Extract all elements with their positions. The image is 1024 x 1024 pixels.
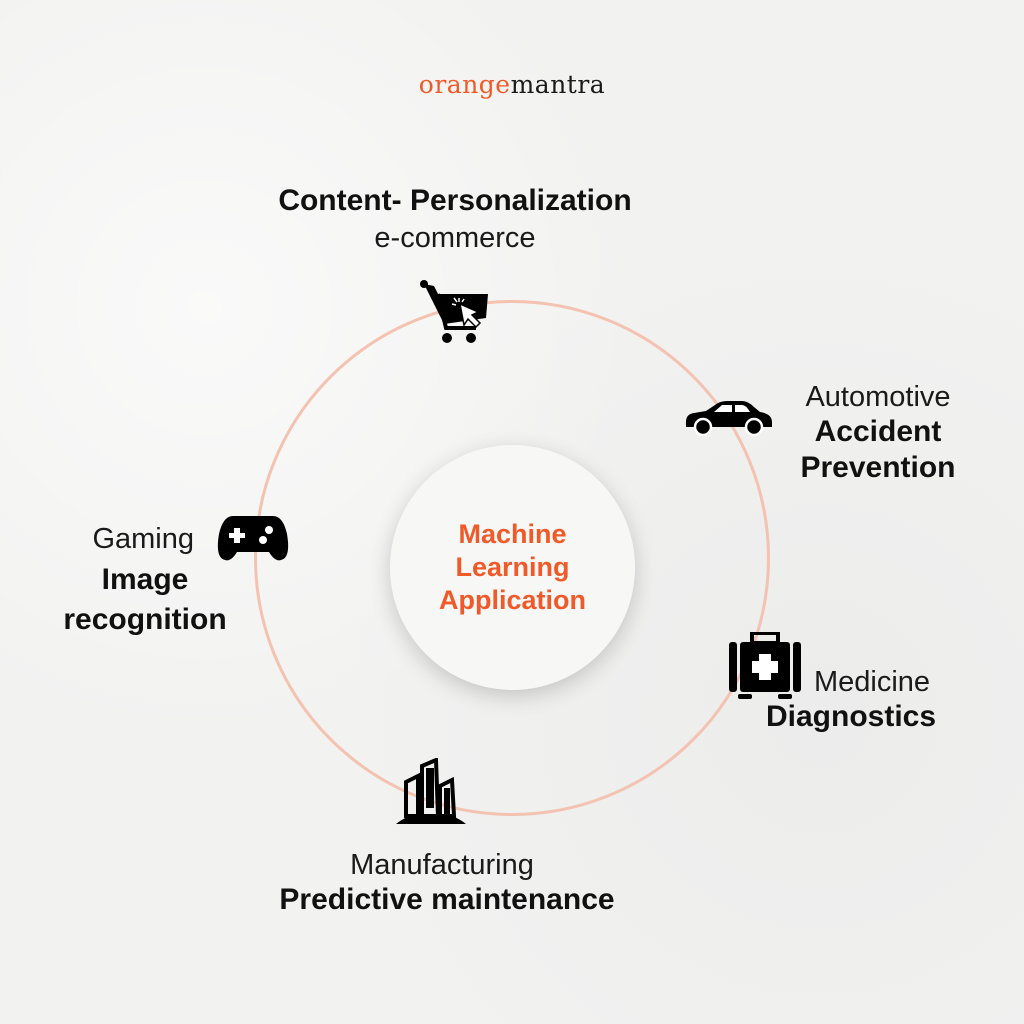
node-gaming-title-line2: recognition [63, 603, 227, 636]
medical-kit-icon [729, 632, 801, 699]
node-automotive-title-line2: Prevention [800, 451, 956, 484]
node-gaming-title-line1: Image [101, 563, 189, 596]
center-title-line1: Machine [458, 519, 567, 549]
node-medicine-title: Diagnostics [766, 700, 937, 733]
buildings-icon [396, 758, 466, 824]
node-manufacturing-title: Predictive maintenance [279, 883, 615, 916]
node-manufacturing-industry: Manufacturing [350, 849, 534, 881]
gamepad-icon [217, 516, 289, 561]
node-ecommerce-title: Content- Personalization [278, 184, 632, 217]
center-title-line2: Learning [455, 552, 570, 582]
cycle-ring [254, 300, 770, 816]
node-medicine-industry: Medicine [814, 666, 931, 698]
node-ecommerce: Content- Personalization e-commerce [200, 183, 710, 255]
brand-logo-mantra: mantra [510, 70, 606, 99]
center-title-line3: Application [439, 585, 586, 615]
node-automotive-title-line1: Accident [814, 415, 942, 448]
node-gaming: Gaming Image recognition [40, 522, 250, 638]
shopping-cart-icon [420, 280, 488, 343]
node-ecommerce-industry: e-commerce [374, 222, 536, 254]
brand-logo: orangemantra [0, 70, 1024, 99]
node-automotive: Automotive Accident Prevention [780, 380, 976, 486]
center-circle: Machine Learning Application [390, 445, 635, 690]
car-icon [686, 401, 772, 436]
node-automotive-industry: Automotive [805, 381, 951, 413]
brand-logo-orange: orange [418, 70, 511, 99]
node-gaming-industry: Gaming [92, 523, 194, 555]
node-medicine: Medicine Diagnostics [760, 665, 960, 735]
node-manufacturing: Manufacturing Predictive maintenance [200, 848, 694, 918]
